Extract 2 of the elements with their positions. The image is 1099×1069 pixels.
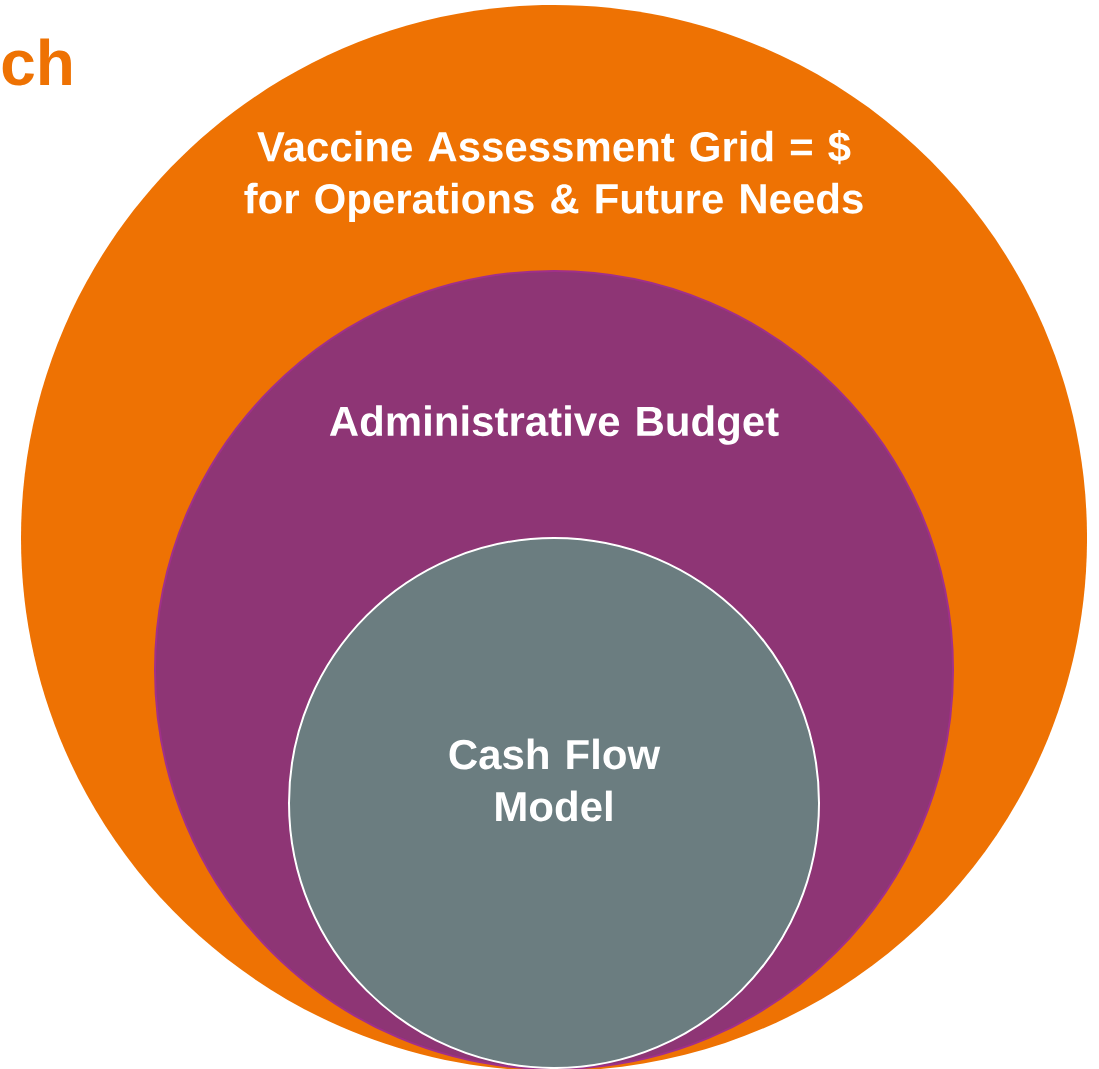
circle-region: Cash Flow Model: [288, 537, 820, 1069]
heading-fragment: ch: [2, 38, 71, 86]
